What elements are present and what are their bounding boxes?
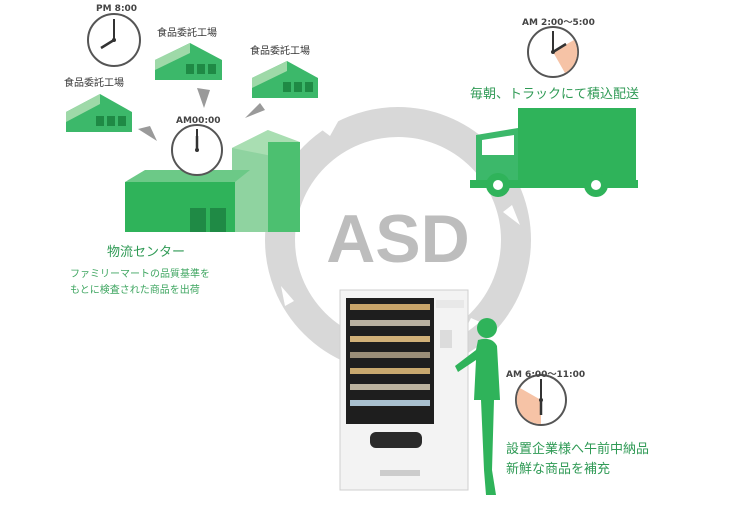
distribution-center-icon — [125, 130, 300, 232]
ring-arrow-icon — [322, 118, 340, 136]
flow-arrow-icon — [138, 88, 265, 141]
factory-icon — [66, 94, 132, 132]
clock-icon — [171, 124, 223, 176]
factory-icon — [252, 61, 318, 98]
truck-caption: 毎朝、トラックにて積込配送 — [470, 87, 640, 102]
clock-time-label: AM 2:00〜5:00 — [522, 18, 595, 28]
truck-icon — [470, 108, 638, 197]
distribution-center-desc: もとに検査された商品を出荷 — [70, 285, 200, 296]
clock-icon — [515, 374, 567, 426]
factory-icon — [155, 43, 222, 80]
clock-time-label: PM 8:00 — [96, 4, 138, 14]
distribution-center-title: 物流センター — [107, 245, 186, 260]
distribution-center-desc: ファミリーマートの品質基準を — [70, 269, 210, 280]
delivery-caption: 新鮮な商品を補充 — [506, 462, 611, 477]
vending-machine-icon — [339, 289, 469, 491]
factory-label: 食品委託工場 — [250, 46, 310, 57]
ring-arrow-icon — [281, 286, 294, 306]
center-label: ASD — [326, 201, 470, 277]
clock-icon — [527, 26, 579, 78]
clock-time-label: AM00:00 — [176, 116, 221, 126]
clock-time-label: AM 6:00〜11:00 — [506, 370, 586, 380]
person-icon — [455, 318, 500, 495]
delivery-caption: 設置企業様へ午前中納品 — [506, 442, 650, 457]
clock-icon — [87, 13, 141, 67]
factory-label: 食品委託工場 — [64, 78, 124, 89]
ring-arrow-icon — [503, 205, 520, 225]
factory-label: 食品委託工場 — [157, 28, 217, 39]
